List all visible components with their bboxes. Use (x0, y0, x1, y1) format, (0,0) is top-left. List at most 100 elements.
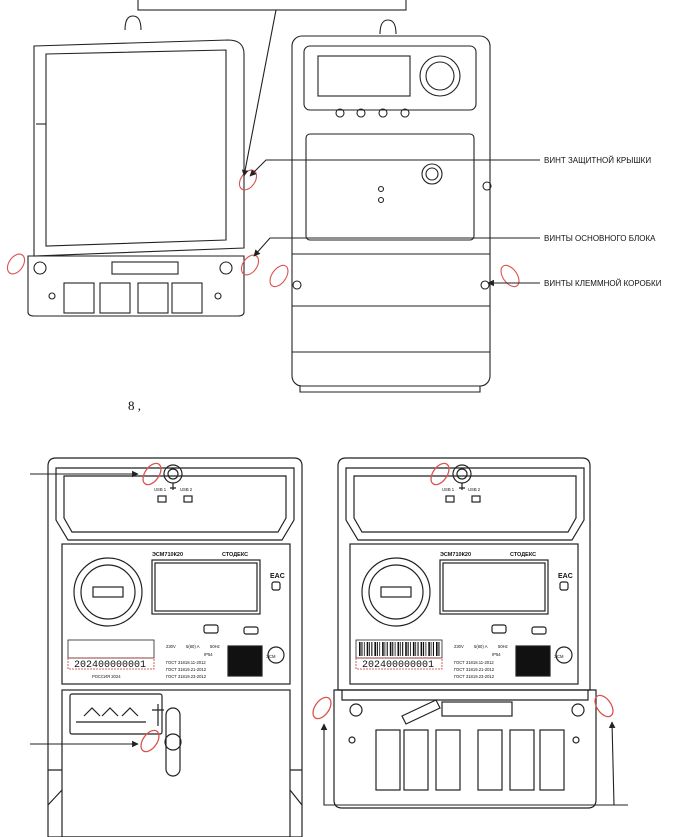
top-cover (345, 467, 585, 541)
top-cover (55, 467, 295, 541)
barcode-bar (394, 642, 396, 656)
meter-housing (291, 35, 491, 387)
barcode-bar (384, 642, 386, 656)
callout-cover-screw: ВИНТ ЗАЩИТНОЙ КРЫШКИ (544, 156, 651, 165)
terminal-3 (435, 729, 461, 791)
standard-1: ГОСТ 31818.11-2012 (166, 660, 206, 665)
hanger-hook (124, 15, 142, 31)
spec-frequency: 50Hz (210, 644, 220, 649)
barcode-bar (420, 642, 423, 656)
spec-ip: IP54 (204, 652, 213, 657)
model-name: ЭСМ710К20 (440, 552, 471, 558)
terminal-block-body (27, 255, 245, 317)
standard-2: ГОСТ 31819.21-2012 (454, 667, 495, 672)
top-callout-box (137, 0, 407, 11)
meter-outer-housing (47, 457, 303, 837)
usb-port-2-label: USB 2 (180, 487, 193, 492)
cover-inner-window (45, 49, 227, 247)
barcode-bar (359, 642, 361, 656)
spec-voltage: 230V (454, 644, 464, 649)
protective-cover-outline (33, 39, 245, 257)
cover-screw (482, 181, 492, 191)
bottom-right-meter: 202400000001 ЭСМ710К20 СТОДЕКС USB 1 USB… (312, 457, 628, 809)
figure-mark: 8 , (128, 398, 141, 413)
barcode-bar (428, 642, 430, 656)
barcode-bar (389, 642, 392, 656)
usb-port-2-label: USB 2 (468, 487, 481, 492)
terminal-4 (477, 729, 503, 791)
qr-block (227, 645, 263, 677)
barcode-bar (425, 642, 427, 656)
screw-marker (594, 694, 614, 718)
barcode-bar (369, 642, 370, 656)
screw-marker (238, 169, 258, 191)
standard-2: ГОСТ 31819.21-2012 (166, 667, 207, 672)
bottom-left-meter: 202400000001 РОССИЯ 2024 ЭСМ710К20 СТОДЕ… (30, 457, 303, 837)
barcode-bar (382, 642, 384, 656)
terminal-2 (403, 729, 429, 791)
barcode-bar (417, 642, 419, 656)
large-dial (361, 557, 431, 627)
screw-marker (140, 729, 160, 753)
barcode-bar (376, 642, 378, 656)
terminal-1 (375, 729, 401, 791)
barcode-bar (430, 642, 432, 656)
front-panel (349, 543, 579, 685)
barcode-bar (386, 642, 388, 656)
callout-terminal-box-screws: ВИНТЫ КЛЕММНОЙ КОРОБКИ (544, 279, 662, 288)
screw-marker (312, 696, 332, 720)
serial-number: 202400000001 (362, 660, 434, 671)
barcode-bar (423, 642, 425, 656)
barcode-bar (392, 642, 394, 656)
terminal-6 (539, 729, 565, 791)
top-left-meter (6, 0, 407, 317)
barcode-bar (415, 642, 417, 656)
screw-marker (142, 462, 162, 486)
lcd-display (151, 559, 261, 615)
barcode-bar (410, 642, 411, 656)
barcode-bar (412, 642, 415, 656)
barcode-bar (432, 642, 434, 656)
terminal-5 (509, 729, 535, 791)
country-year: РОССИЯ 2024 (92, 674, 121, 679)
spec-current: 5(60) A (186, 644, 200, 649)
front-panel (61, 543, 291, 685)
esm-mark: ЭСМ (266, 654, 276, 659)
terminal-1 (63, 282, 95, 314)
standard-3: ГОСТ 31819.23-2012 (454, 674, 495, 679)
screw-left-main (33, 261, 47, 275)
spec-voltage: 230V (166, 644, 176, 649)
barcode (67, 639, 155, 659)
meter-outer-housing (337, 457, 591, 691)
screw-right-main (219, 261, 233, 275)
screw-marker (430, 462, 450, 486)
model-name: ЭСМ710К20 (152, 552, 183, 558)
terminal-block-body (333, 689, 597, 809)
display-window (317, 55, 411, 97)
barcode-bar (363, 642, 365, 656)
barcode-bar (361, 642, 363, 656)
standard-1: ГОСТ 31818.11-2012 (454, 660, 494, 665)
eac-mark: EAC (558, 573, 573, 580)
spec-current: 5(60) A (474, 644, 488, 649)
barcode-bar (366, 642, 369, 656)
terminal-2 (99, 282, 131, 314)
terminal-strip (441, 701, 513, 717)
main-block-panel (305, 133, 475, 241)
barcode-bar (379, 642, 381, 656)
barcode-bar (438, 642, 440, 656)
spec-ip: IP54 (492, 652, 501, 657)
terminal-3 (137, 282, 169, 314)
barcode-bar (436, 642, 438, 656)
screw-marker (6, 253, 26, 275)
esm-mark: ЭСМ (554, 654, 564, 659)
usb-port-1-label: USB 1 (154, 487, 167, 492)
large-dial (73, 557, 143, 627)
brand-name: СТОДЕКС (222, 552, 248, 558)
barcode-bar (402, 642, 404, 656)
callout-main-block-screws: ВИНТЫ ОСНОВНОГО БЛОКА (544, 234, 656, 243)
usb-port-1-label: USB 1 (442, 487, 455, 492)
barcode-bar (407, 642, 409, 656)
barcode-bar (397, 642, 400, 656)
